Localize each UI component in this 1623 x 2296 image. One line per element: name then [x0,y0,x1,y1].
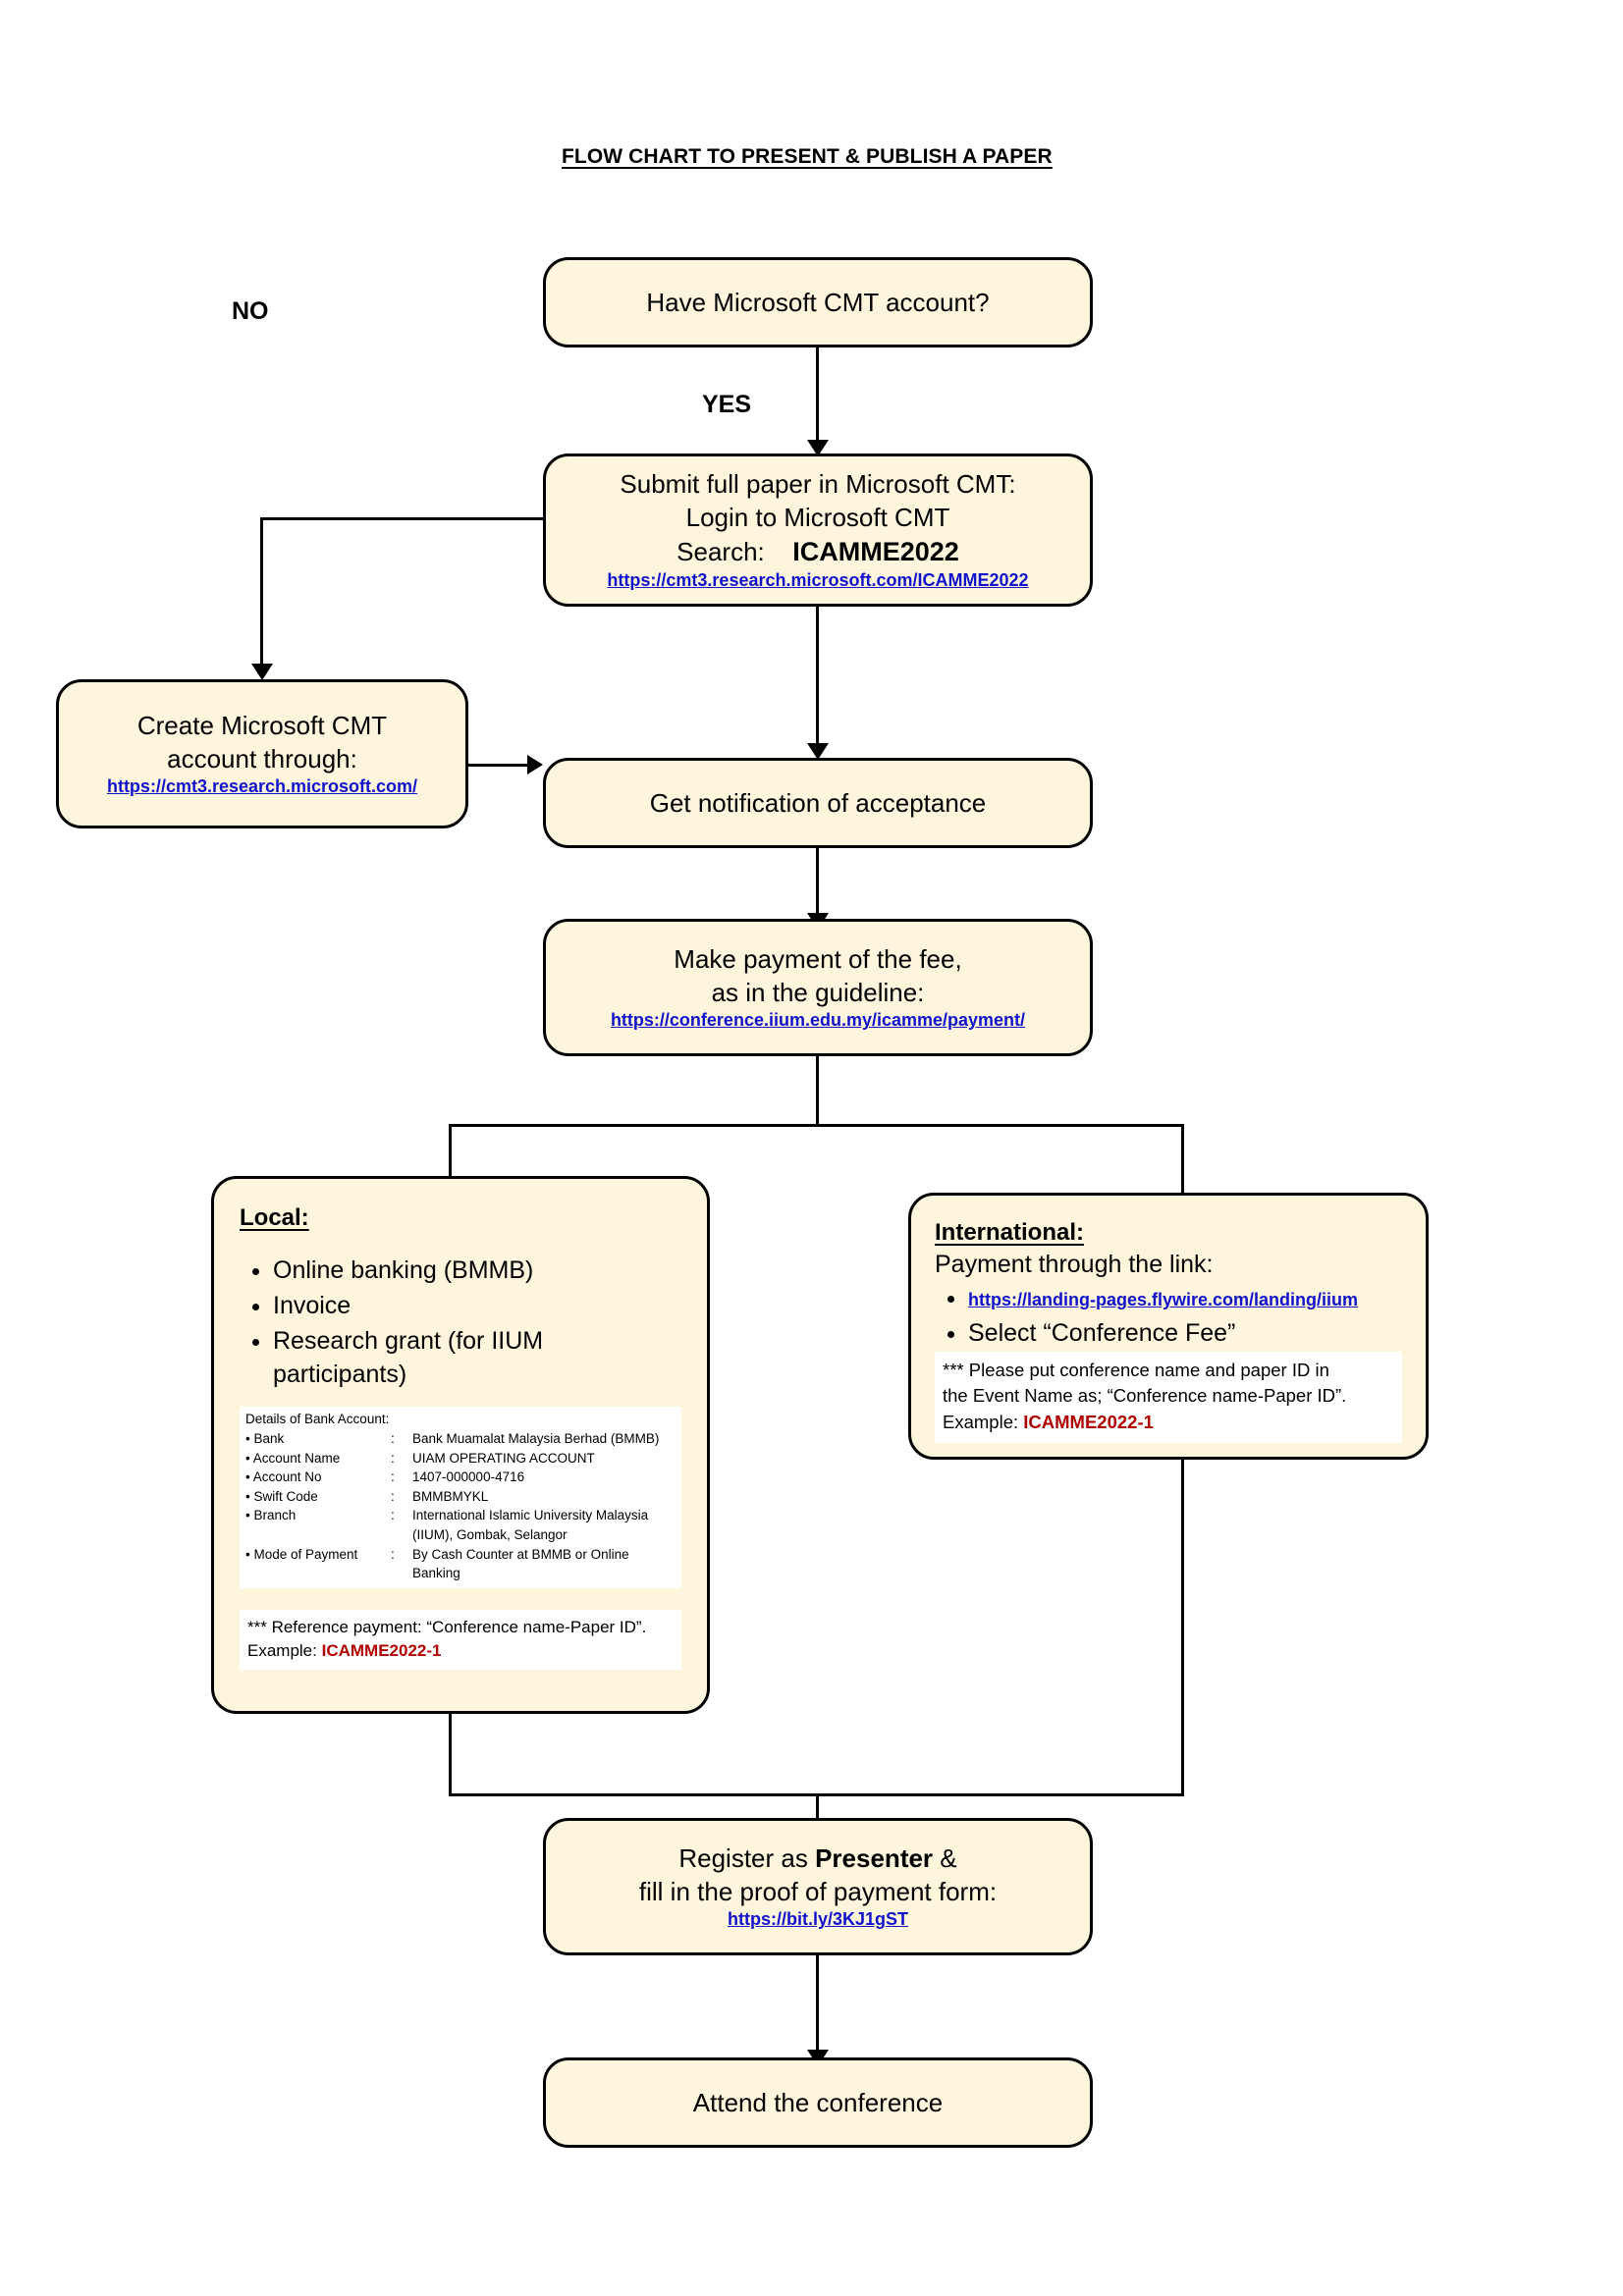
link-cmt-icamme2022[interactable]: https://cmt3.research.microsoft.com/ICAM… [607,570,1029,591]
bank-details-title: Details of Bank Account: [245,1411,390,1426]
node-payment[interactable]: Make payment of the fee, as in the guide… [543,919,1093,1056]
connector-split-to-international [1181,1124,1184,1207]
bank-row-colon: : [391,1431,395,1447]
bank-row-colon: : [391,1546,395,1562]
node-local[interactable]: Local: Online banking (BMMB) Invoice Res… [211,1176,710,1714]
submit-search-label: Search: [676,536,765,566]
local-note-example-value: ICAMME2022-1 [321,1640,442,1660]
local-heading: Local: [240,1204,309,1231]
link-cmt-home[interactable]: https://cmt3.research.microsoft.com/ [106,776,418,797]
node-register-line2: fill in the proof of payment form: [638,1877,998,1907]
node-register[interactable]: Register as Presenter & fill in the proo… [543,1818,1093,1955]
international-note-example: Example: ICAMME2022-1 [943,1410,1394,1436]
bank-row-value: 1407-000000-4716 [412,1469,525,1485]
register-line1-strong: Presenter [815,1842,934,1873]
node-submit-paper-line1: Submit full paper in Microsoft CMT: [620,469,1016,499]
connector-no-horizontal [260,517,546,520]
connector-create-to-notification [468,764,529,767]
node-payment-line1: Make payment of the fee, [674,943,962,974]
international-note-example-value: ICAMME2022-1 [1023,1412,1154,1433]
node-create-account-line2: account through: [167,744,357,774]
node-attend[interactable]: Attend the conference [543,2057,1093,2148]
local-bullet-0: Online banking (BMMB) [273,1254,681,1287]
arrowhead-to-create-account [251,664,273,680]
node-attend-line1: Attend the conference [692,2087,944,2117]
link-proof-of-payment-form[interactable]: https://bit.ly/3KJ1gST [727,1909,909,1930]
connector-international-merge-stem [1181,1460,1184,1796]
edge-label-yes: YES [702,391,752,418]
bank-details-row: • Account No : 1407-000000-4716 [245,1468,676,1487]
local-note-line1: *** Reference payment: “Conference name-… [247,1617,647,1636]
register-line1-pre: Register as [678,1842,808,1873]
node-submit-paper-line3: Search: ICAMME2022 [676,535,959,570]
link-payment-guideline[interactable]: https://conference.iium.edu.my/icamme/pa… [610,1010,1026,1031]
node-submit-paper[interactable]: Submit full paper in Microsoft CMT: Logi… [543,454,1093,607]
register-line1-post: & [940,1842,957,1873]
local-bullet-1: Invoice [273,1289,681,1322]
connector-payment-split-stem [816,1056,819,1126]
international-note-line2: the Event Name as; “Conference name-Pape… [943,1385,1347,1407]
international-note-example-label: Example: [943,1412,1019,1433]
local-bullet-list: Online banking (BMMB) Invoice Research g… [240,1254,681,1393]
connector-submit-to-notification [816,607,819,752]
international-intro: Payment through the link: [935,1250,1214,1278]
bank-details-panel: Details of Bank Account: • Bank : Bank M… [240,1406,681,1588]
bank-row-colon: : [391,1469,395,1485]
connector-notification-to-payment [816,848,819,923]
node-create-account-line1: Create Microsoft CMT [136,710,388,740]
bank-details-row: • Bank : Bank Muamalat Malaysia Berhad (… [245,1429,676,1449]
node-have-account-line1: Have Microsoft CMT account? [646,287,990,317]
bank-row-value: Bank Muamalat Malaysia Berhad (BMMB) [412,1431,660,1447]
connector-register-to-attend [816,1955,819,2059]
node-international[interactable]: International: Payment through the link:… [908,1193,1429,1460]
node-notification-line1: Get notification of acceptance [649,787,987,818]
international-bullet-1: Select “Conference Fee” [968,1316,1358,1350]
bank-details-row: • Mode of Payment : By Cash Counter at B… [245,1545,676,1583]
connector-have-account-to-submit [816,347,819,447]
edge-label-no: NO [232,297,269,325]
node-notification[interactable]: Get notification of acceptance [543,758,1093,848]
connector-local-merge-stem [449,1714,452,1796]
bank-row-label: • Mode of Payment [245,1546,358,1562]
international-bullet-list: https://landing-pages.flywire.com/landin… [935,1281,1358,1352]
submit-search-value: ICAMME2022 [792,536,959,566]
local-note-example-label: Example: [247,1640,317,1660]
node-submit-paper-line2: Login to Microsoft CMT [685,503,950,533]
bank-row-colon: : [391,1488,395,1504]
international-heading: International: [935,1219,1085,1246]
bank-details-row: • Account Name : UIAM OPERATING ACCOUNT [245,1449,676,1468]
arrowhead-to-notification-top [807,743,829,760]
international-note-line1: *** Please put conference name and paper… [943,1359,1329,1380]
local-note-example: Example: ICAMME2022-1 [247,1639,674,1663]
international-bullet-0: https://landing-pages.flywire.com/landin… [968,1281,1358,1314]
arrowhead-to-notification-left [527,755,543,774]
bank-row-label: • Swift Code [245,1488,318,1504]
bank-row-value: UIAM OPERATING ACCOUNT [412,1450,595,1466]
local-bullet-2: Research grant (for IIUM participants) [273,1324,681,1391]
bank-row-label: • Branch [245,1508,297,1523]
link-flywire-iium[interactable]: https://landing-pages.flywire.com/landin… [968,1289,1359,1309]
international-note: *** Please put conference name and paper… [935,1351,1402,1444]
page-title: FLOW CHART TO PRESENT & PUBLISH A PAPER [562,145,1053,168]
bank-row-value: International Islamic University Malaysi… [412,1508,649,1543]
arrowhead-to-submit [807,440,829,456]
bank-row-colon: : [391,1508,395,1523]
node-have-account[interactable]: Have Microsoft CMT account? [543,257,1093,347]
bank-row-label: • Bank [245,1431,285,1447]
bank-row-value: BMMBMYKL [412,1488,489,1504]
bank-row-label: • Account No [245,1469,322,1485]
connector-split-to-local [449,1124,452,1207]
node-create-account[interactable]: Create Microsoft CMT account through: ht… [56,679,468,828]
bank-details-row: • Branch : International Islamic Univers… [245,1506,676,1544]
bank-details-row: • Swift Code : BMMBMYKL [245,1487,676,1507]
bank-row-colon: : [391,1450,395,1466]
connector-no-vertical [260,517,263,671]
node-register-line1: Register as Presenter & [678,1842,956,1875]
connector-payment-split-bar [449,1124,1184,1127]
bank-row-label: • Account Name [245,1450,341,1466]
local-reference-note: *** Reference payment: “Conference name-… [240,1609,681,1670]
bank-row-value: By Cash Counter at BMMB or Online Bankin… [412,1546,629,1581]
node-payment-line2: as in the guideline: [711,978,925,1008]
